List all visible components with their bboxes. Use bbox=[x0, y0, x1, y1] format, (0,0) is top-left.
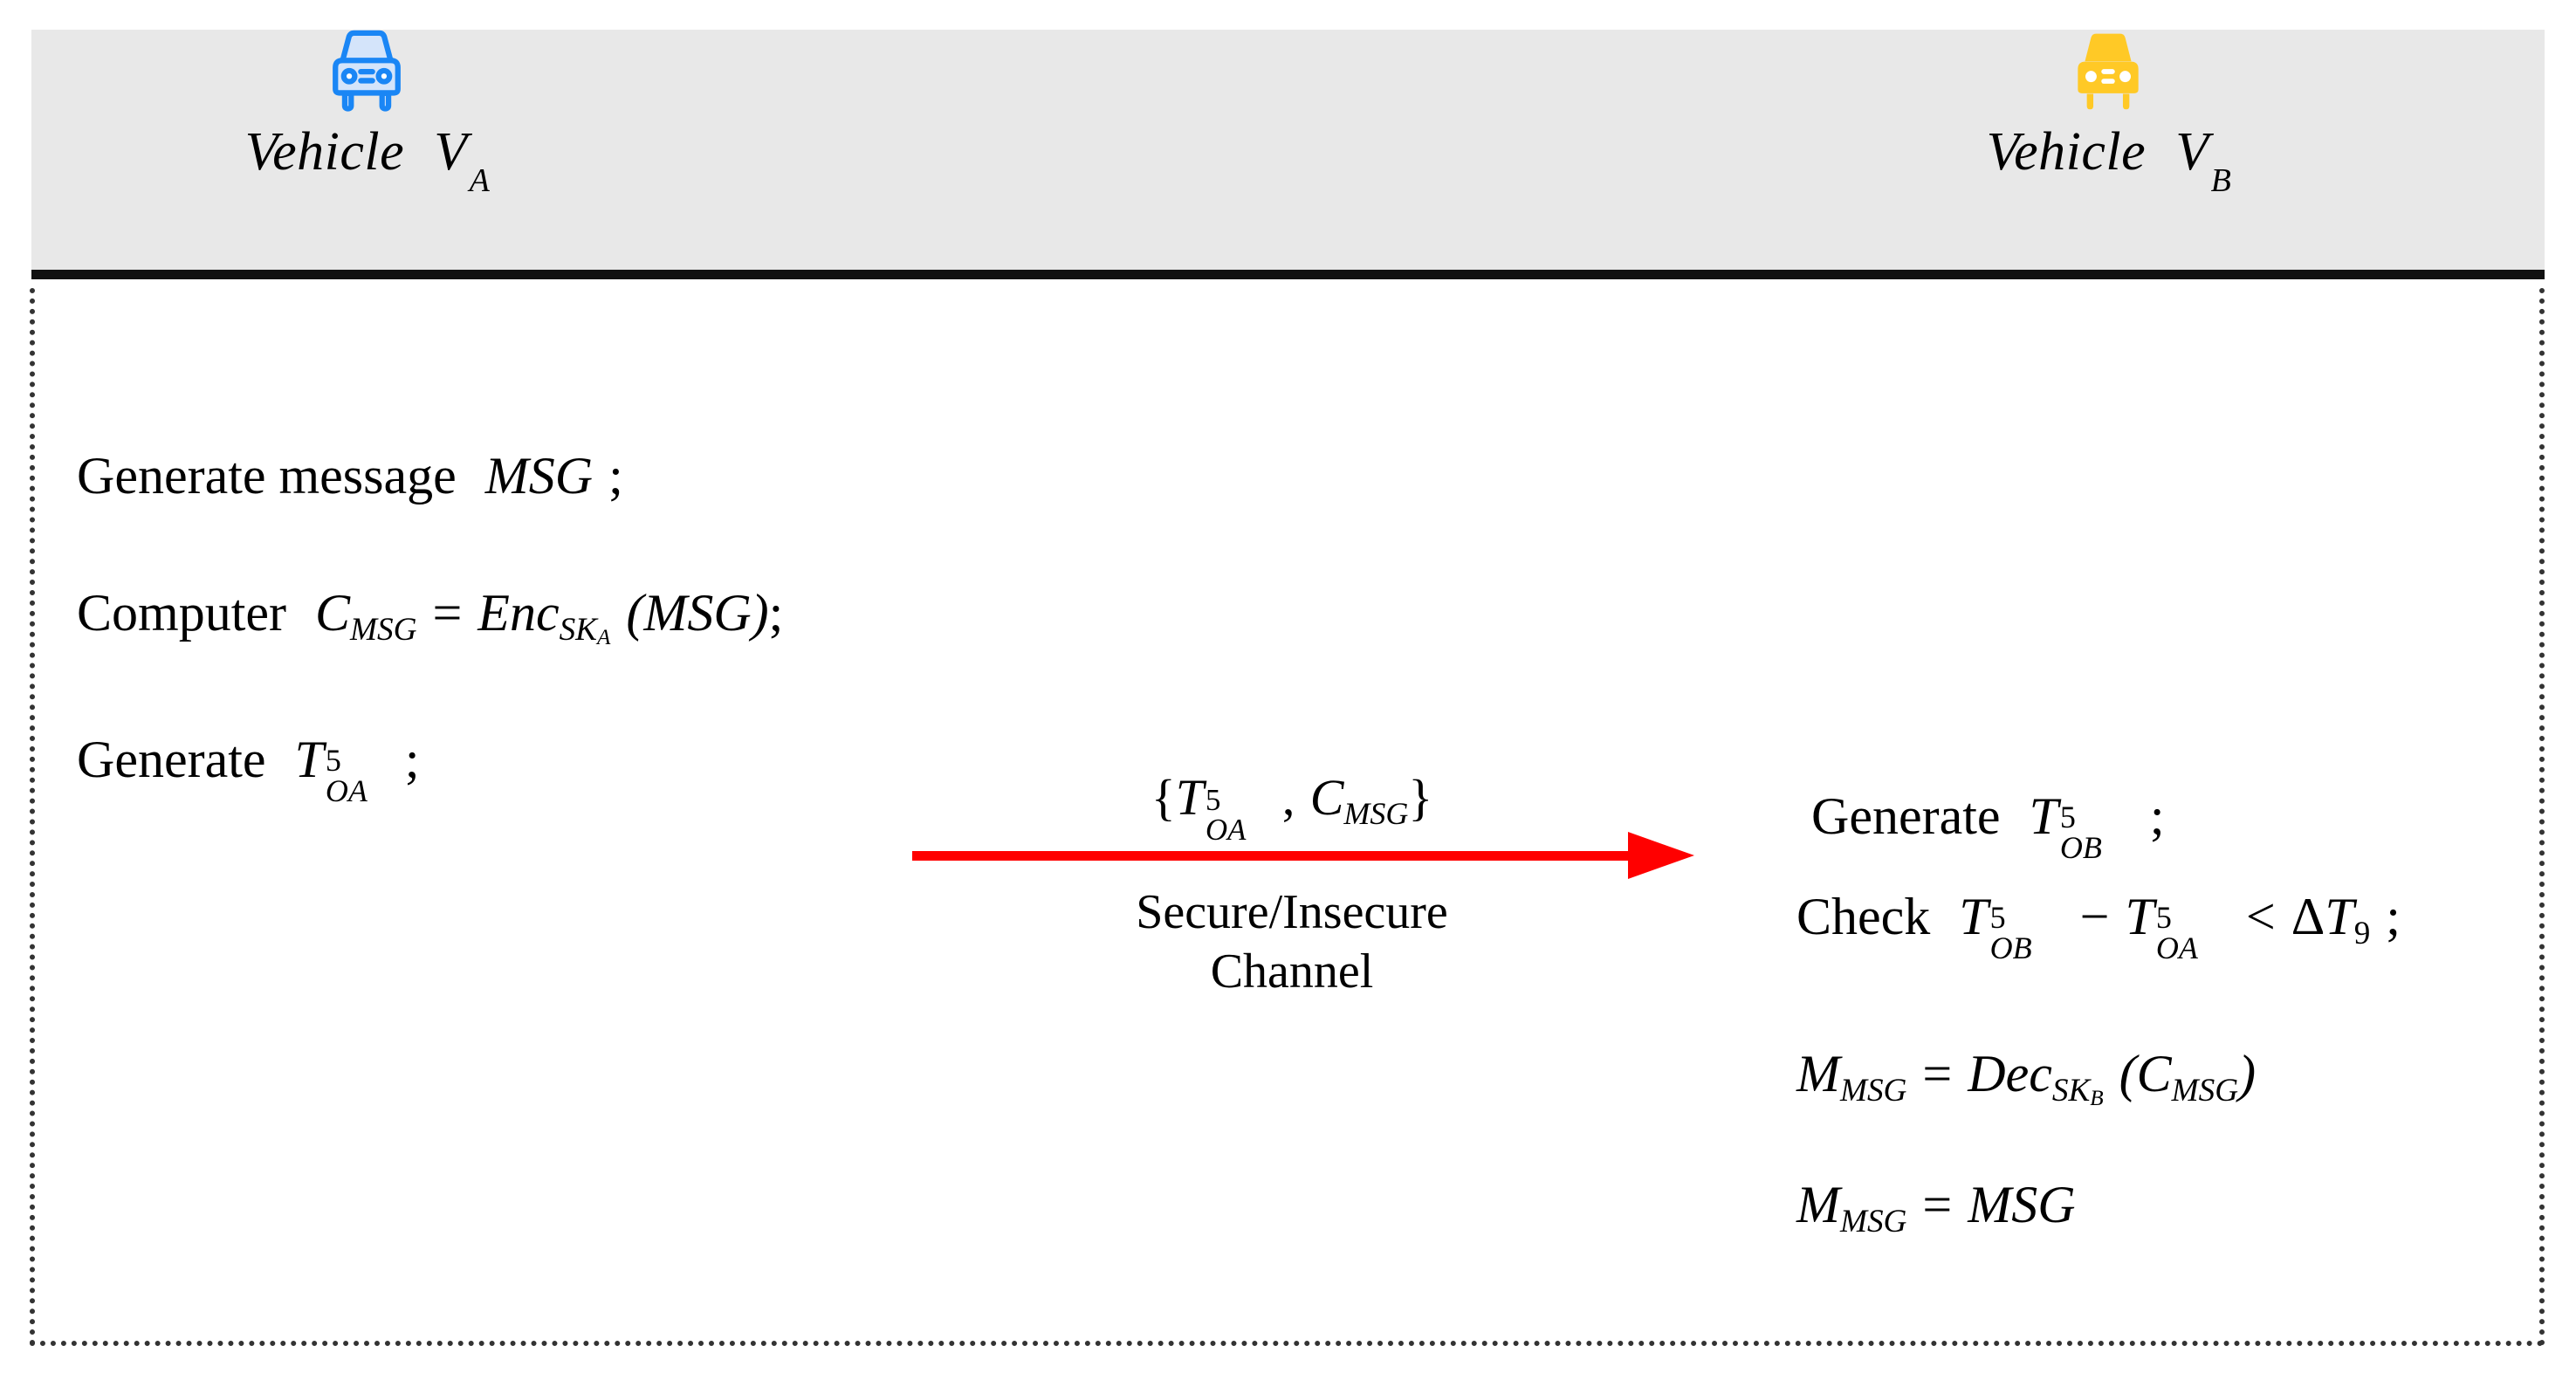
participant-a-label-subscript: A bbox=[469, 162, 491, 200]
participant-vehicle-a: Vehicle VA bbox=[183, 19, 550, 198]
left-step-3-keyword: Generate bbox=[77, 731, 266, 788]
right-step-4-rhs: MSG bbox=[1968, 1176, 2076, 1233]
payload-item2-sub: MSG bbox=[1343, 795, 1409, 831]
right-step-2-lhs-sup: 5 bbox=[1989, 899, 2006, 935]
left-step-2-keyword: Computer bbox=[77, 584, 286, 642]
right-step-3-rhs-arg-sub: MSG bbox=[2171, 1073, 2239, 1109]
right-step-3-lhs-base: M bbox=[1796, 1045, 1840, 1102]
right-step-2-bound-sub: 9 bbox=[2353, 916, 2371, 952]
right-step-1-symbol-base: T bbox=[2029, 787, 2058, 845]
participant-b-label: Vehicle VB bbox=[1925, 122, 2291, 198]
left-step-2-close-paren: ) bbox=[751, 584, 769, 642]
left-step-2-rhs-func: Enc bbox=[477, 584, 560, 642]
right-step-4-operator: = bbox=[1922, 1176, 1953, 1233]
payload-item1-base: T bbox=[1175, 769, 1204, 826]
left-step-2-lhs-sub: MSG bbox=[350, 612, 417, 649]
left-step-3-symbol-base: T bbox=[294, 731, 324, 788]
participant-a-label-main: Vehicle bbox=[244, 122, 405, 182]
right-step-2-rhs-sub: OA bbox=[2155, 930, 2198, 965]
right-step-3-rhs-arg-base: C bbox=[2136, 1045, 2172, 1102]
payload-separator: , bbox=[1281, 769, 1295, 826]
right-step-2-terminator: ; bbox=[2386, 888, 2401, 945]
right-step-verify-equality: MMSG=MSG bbox=[1796, 1176, 2076, 1238]
left-step-3-symbol-sup: 5 bbox=[325, 742, 341, 778]
right-step-2-rhs-base: T bbox=[2125, 888, 2154, 945]
arrow-shaft bbox=[912, 851, 1630, 861]
lifeline-dotted-frame bbox=[30, 288, 2545, 1346]
right-step-3-close-paren: ) bbox=[2238, 1045, 2257, 1102]
right-step-2-lhs-sub: OB bbox=[1989, 930, 2032, 965]
participant-vehicle-b: Vehicle VB bbox=[1925, 19, 2291, 198]
right-step-3-operator: = bbox=[1922, 1045, 1953, 1102]
left-step-2-lhs-base: C bbox=[314, 584, 351, 642]
right-step-3-rhs-key: SK bbox=[2051, 1073, 2091, 1109]
right-step-2-delta-icon: Δ bbox=[2291, 888, 2325, 945]
right-step-3-rhs-func: Dec bbox=[1968, 1045, 2052, 1102]
right-step-2-lhs-base: T bbox=[1959, 888, 1989, 945]
header-separator-rule bbox=[31, 270, 2545, 279]
payload-open-brace: { bbox=[1151, 769, 1176, 826]
participant-a-label-symbol: V bbox=[434, 122, 468, 182]
right-step-2-relation: < bbox=[2245, 888, 2276, 945]
message-arrow bbox=[890, 832, 1694, 879]
channel-name-line-1: Secure/Insecure bbox=[1136, 885, 1448, 939]
left-step-2-rhs-key-sub: A bbox=[596, 625, 611, 649]
right-step-4-lhs-sub: MSG bbox=[1839, 1204, 1907, 1240]
right-step-2-keyword: Check bbox=[1796, 888, 1931, 945]
right-step-2-rhs-sup: 5 bbox=[2155, 899, 2172, 935]
right-step-decrypt: MMSG=DecSKB(CMSG) bbox=[1796, 1045, 2257, 1109]
participant-b-label-main: Vehicle bbox=[1986, 122, 2147, 182]
left-step-generate-message: Generate message MSG; bbox=[77, 450, 623, 502]
right-step-1-symbol-sub: OB bbox=[2059, 829, 2102, 865]
right-step-3-rhs-key-sub: B bbox=[2090, 1086, 2104, 1110]
left-step-2-operator: = bbox=[432, 584, 463, 642]
right-step-1-keyword: Generate bbox=[1811, 787, 2001, 845]
left-step-3-symbol-sub: OA bbox=[325, 772, 368, 808]
participant-b-label-symbol: V bbox=[2175, 122, 2209, 182]
left-step-3-terminator: ; bbox=[404, 731, 420, 788]
left-step-1-terminator: ; bbox=[608, 447, 623, 505]
right-step-1-symbol-sup: 5 bbox=[2059, 799, 2076, 834]
right-step-2-minus: − bbox=[2079, 888, 2110, 945]
left-step-1-keyword: Generate message bbox=[77, 447, 457, 505]
right-step-2-bound-base: T bbox=[2325, 888, 2354, 945]
left-step-2-rhs-key: SK bbox=[559, 612, 597, 649]
right-step-3-open-paren: ( bbox=[2119, 1045, 2137, 1102]
right-step-4-lhs-base: M bbox=[1796, 1176, 1840, 1233]
arrow-head-icon bbox=[1628, 832, 1694, 879]
payload-item2-base: C bbox=[1309, 769, 1344, 826]
car-front-icon bbox=[333, 30, 401, 112]
right-step-3-lhs-sub: MSG bbox=[1839, 1073, 1907, 1109]
right-step-1-terminator: ; bbox=[2149, 787, 2165, 845]
left-step-2-open-paren: ( bbox=[626, 584, 644, 642]
participant-b-label-subscript: B bbox=[2210, 162, 2232, 200]
left-step-2-terminator: ; bbox=[768, 584, 784, 642]
channel-name-line-2: Channel bbox=[1210, 944, 1374, 999]
payload-item1-sup: 5 bbox=[1205, 782, 1221, 817]
channel-name-label: Secure/Insecure Channel bbox=[873, 882, 1711, 1002]
participant-a-label: Vehicle VA bbox=[183, 122, 550, 198]
left-step-2-rhs-arg: MSG bbox=[643, 584, 752, 642]
payload-item1-sub: OA bbox=[1205, 812, 1247, 847]
car-front-icon bbox=[2078, 33, 2139, 110]
payload-close-brace: } bbox=[1408, 769, 1433, 826]
left-step-1-symbol: MSG bbox=[484, 447, 594, 505]
